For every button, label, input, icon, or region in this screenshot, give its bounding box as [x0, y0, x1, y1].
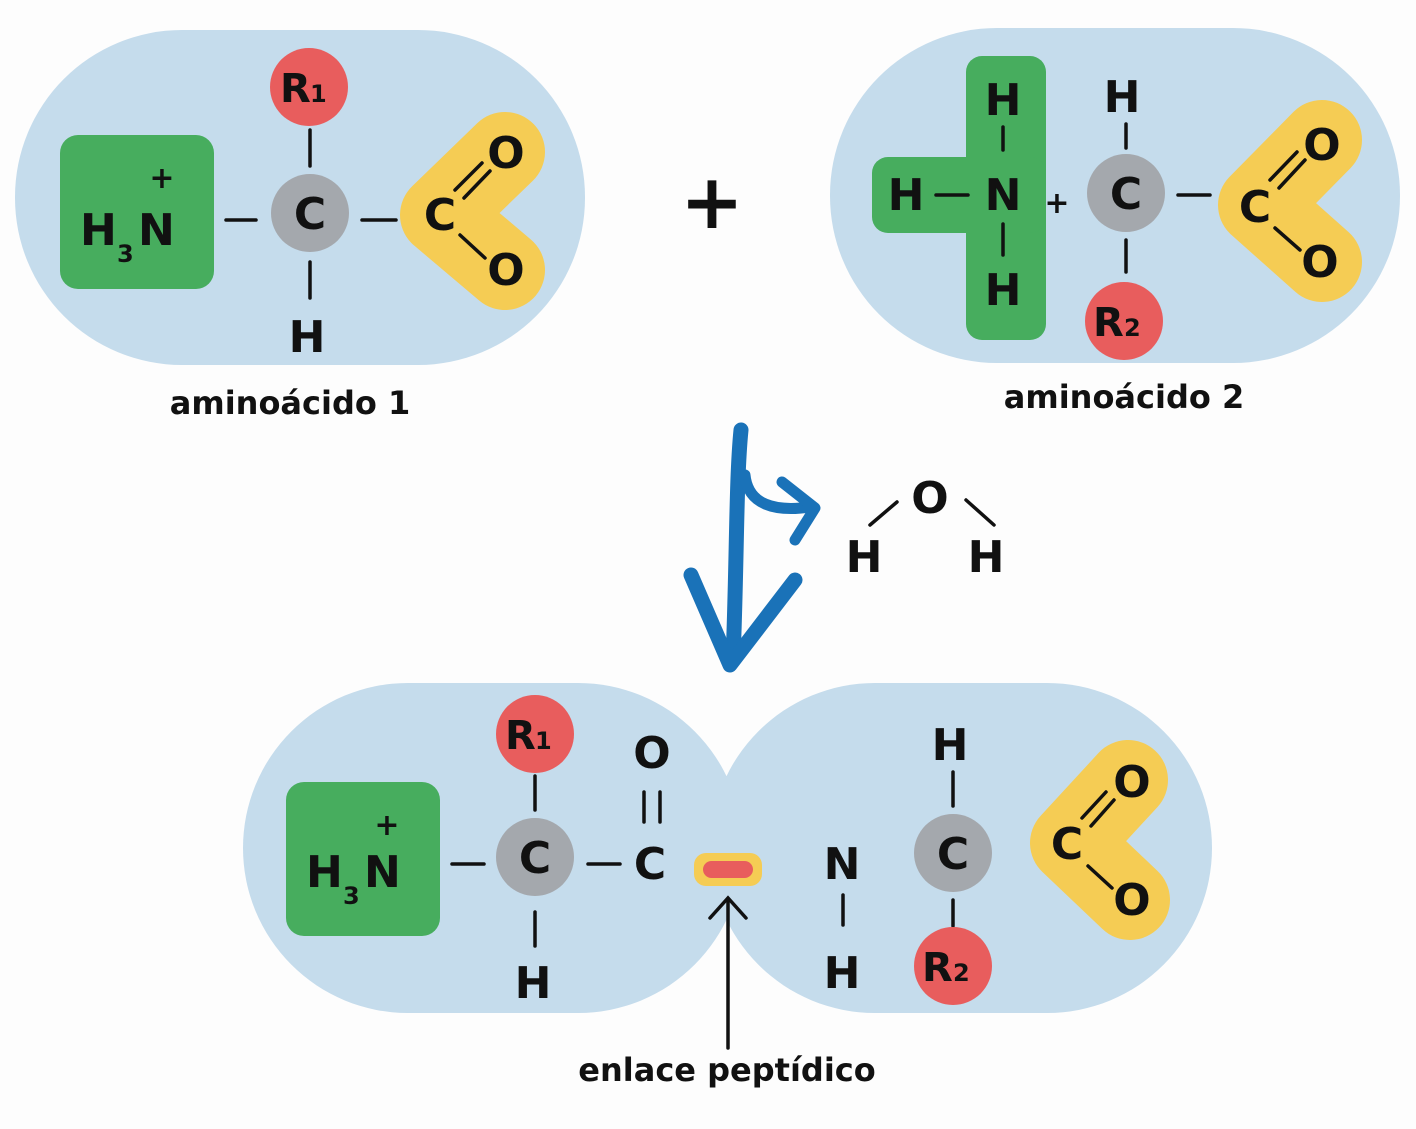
- r-group-2-label: R: [1093, 300, 1124, 346]
- water-bond-left: [868, 500, 899, 527]
- amino-acid-2-label: aminoácido 2: [1004, 378, 1245, 416]
- dipeptide-amine-h: H: [306, 847, 343, 898]
- dipeptide-r-group-2-label: R: [922, 945, 953, 991]
- amine2-h-left: H: [888, 170, 925, 221]
- r-group-2: [1085, 282, 1163, 360]
- dipeptide-carboxyl-c: C: [1051, 819, 1083, 870]
- dipeptide-r-group-2-subscript: 2: [953, 959, 970, 987]
- carboxyl-single-bond: [458, 233, 487, 260]
- dipeptide-amine-charge: +: [374, 808, 399, 843]
- amino-acid-1: + H 3 N C R 1 H C O O aminoácido 1: [15, 30, 585, 422]
- dipeptide-r-group-2: [914, 927, 992, 1005]
- amine2-h-bottom: H: [985, 265, 1022, 316]
- carbonyl-double-bond-a: [453, 161, 484, 192]
- water-o: O: [911, 473, 948, 524]
- dipeptide-alpha-carbon-1: [496, 818, 574, 896]
- r-group-label: R: [280, 66, 311, 112]
- water-molecule: O H H: [846, 473, 1005, 583]
- alpha-carbon-2: [1087, 154, 1165, 232]
- dipeptide-amine-n: N: [364, 847, 401, 898]
- carbonyl2-double-bond-b: [1277, 158, 1307, 190]
- dipeptide-amide-n: N: [824, 839, 861, 890]
- down-arrow-icon: [725, 422, 749, 668]
- r-group-2-subscript: 2: [1124, 314, 1141, 342]
- amine-h: H: [80, 205, 117, 256]
- carbonyl2-double-bond-a: [1268, 150, 1299, 182]
- curved-arrow-icon: [739, 469, 816, 514]
- peptide-bond-marker-inner: [703, 861, 753, 878]
- alpha-carbon-2-label: C: [1110, 169, 1142, 220]
- carboxyl2-single-bond: [1273, 226, 1302, 252]
- alpha-hydrogen-1: H: [289, 312, 326, 363]
- dipeptide-carboxyl-single-bond: [1086, 864, 1114, 890]
- dipeptide-carbonyl-double-bond-a: [1080, 790, 1108, 820]
- carboxyl2-c: C: [1239, 182, 1271, 233]
- amine2-h-top: H: [985, 75, 1022, 126]
- dipeptide-hydrogen-1: H: [515, 958, 552, 1009]
- amino-group-1: [60, 135, 214, 289]
- amine-charge: +: [149, 161, 174, 196]
- water-h-left: H: [846, 532, 883, 583]
- dipeptide-alpha-carbon-2: [914, 814, 992, 892]
- alpha-carbon-label: C: [294, 189, 326, 240]
- dipeptide-carboxyl-o-bottom: O: [1113, 875, 1150, 926]
- carboxyl-group-2: [1218, 100, 1362, 302]
- dipeptide-r-group-1-label: R: [505, 713, 536, 759]
- down-arrow-head: [683, 567, 803, 673]
- dipeptide-carbonyl-double-bond-b: [1089, 798, 1116, 828]
- dipeptide-amine-subscript: 3: [343, 882, 360, 910]
- r-group-1: [270, 48, 348, 126]
- carboxyl2-o-bottom: O: [1301, 237, 1338, 288]
- carboxyl-o-bottom: O: [487, 245, 524, 296]
- carboxyl-group-1: [400, 112, 545, 310]
- dipeptide-r-group-1-subscript: 1: [535, 727, 552, 755]
- carboxyl-c: C: [424, 190, 456, 241]
- dipeptide-carbonyl-o: O: [633, 728, 670, 779]
- water-bond-right: [964, 498, 996, 527]
- dipeptide-amide-h: H: [824, 948, 861, 999]
- dipeptide-carboxyl-group: [1030, 740, 1170, 940]
- amino-acid-1-label: aminoácido 1: [170, 384, 411, 422]
- r-group-subscript: 1: [310, 80, 327, 108]
- alpha-hydrogen-2: H: [1104, 72, 1141, 123]
- amino-acid-2: H H N H + H C R 2 C O O aminoácido 2: [830, 28, 1400, 416]
- peptide-bond-annotation: enlace peptídico: [578, 895, 876, 1089]
- dipeptide-amino-group: [286, 782, 440, 936]
- plus-sign: +: [680, 157, 744, 246]
- amine-n: N: [138, 205, 175, 256]
- dipeptide-alpha-carbon-1-label: C: [519, 833, 551, 884]
- dipeptide-carboxyl-o-top: O: [1113, 757, 1150, 808]
- carbonyl-double-bond-b: [462, 169, 492, 200]
- dipeptide-alpha-carbon-2-label: C: [937, 829, 969, 880]
- amine2-charge: +: [1044, 186, 1069, 221]
- carboxyl2-o-top: O: [1303, 120, 1340, 171]
- peptide-bond-label: enlace peptídico: [578, 1051, 875, 1089]
- carboxyl-o-top: O: [487, 128, 524, 179]
- dipeptide-r-group-1: [496, 695, 574, 773]
- amine2-n: N: [985, 170, 1022, 221]
- up-arrow-head: [708, 895, 748, 920]
- water-h-right: H: [968, 532, 1005, 583]
- amine-subscript: 3: [117, 240, 134, 268]
- dipeptide: + H 3 N C R 1 H C O N H H C R 2 C: [243, 683, 1212, 1013]
- alpha-carbon-1: [271, 174, 349, 252]
- reaction-arrows: [683, 422, 821, 673]
- curved-arrow-head: [776, 476, 821, 546]
- dipeptide-carbonyl-c: C: [634, 839, 666, 890]
- dipeptide-hydrogen-2: H: [932, 720, 969, 771]
